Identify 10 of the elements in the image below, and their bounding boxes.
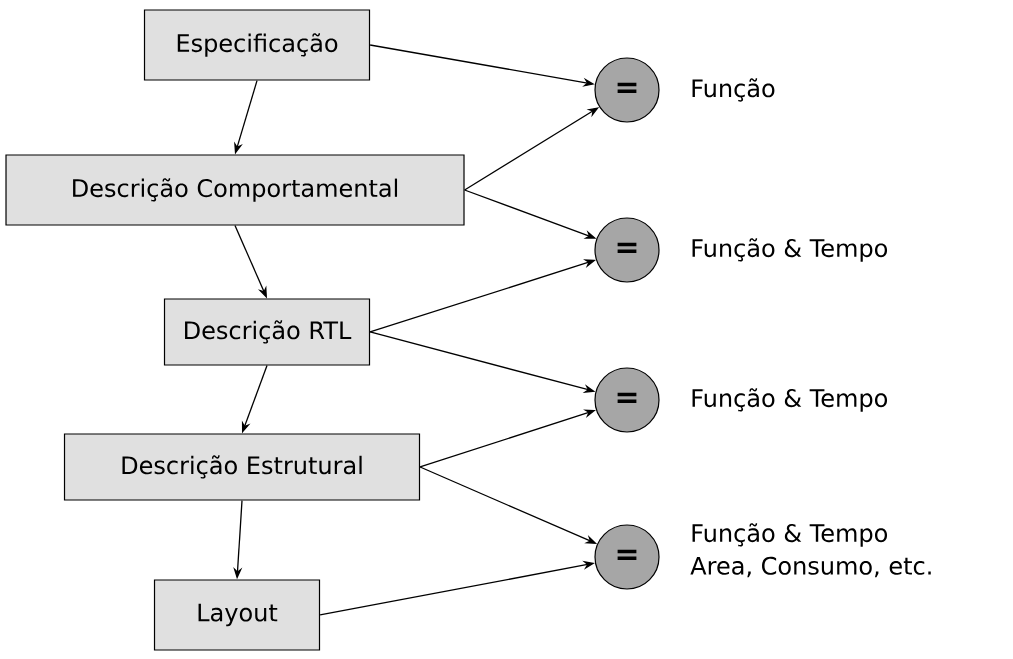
- result-label: Area, Consumo, etc.: [690, 556, 931, 578]
- process-box: Descrição Comportamental: [5, 154, 465, 226]
- result-label: Função & Tempo: [692, 523, 888, 547]
- result-label: Função & Tempo: [692, 238, 888, 262]
- result-label: Função & Tempo: [692, 388, 888, 412]
- process-box: Descrição RTL: [163, 298, 371, 366]
- process-box: Descrição Estrutural: [63, 433, 421, 501]
- result-label: Função: [692, 78, 775, 102]
- process-box: Especificação: [143, 9, 371, 81]
- process-box: Layout: [153, 579, 321, 651]
